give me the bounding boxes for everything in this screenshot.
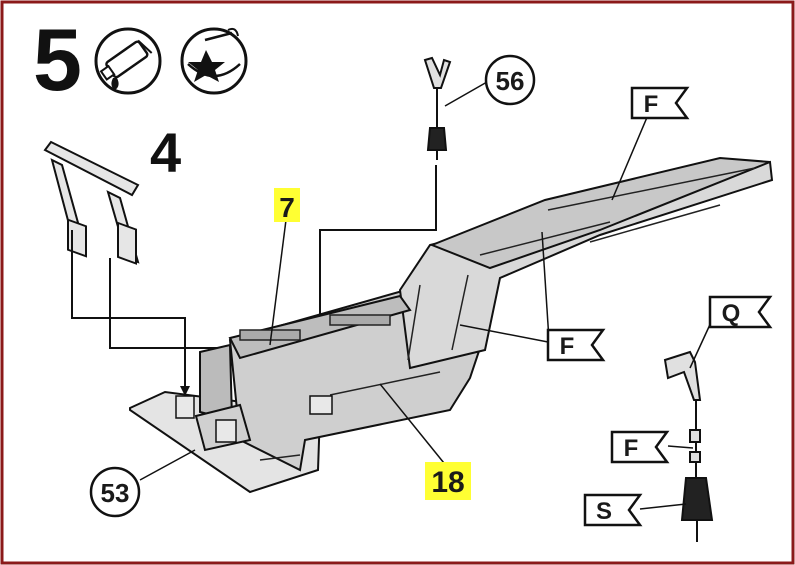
highlight-marker xyxy=(274,188,300,222)
color-flag-f-mast: F xyxy=(610,430,670,464)
highlight-marker xyxy=(425,462,471,500)
svg-text:18: 18 xyxy=(431,466,464,499)
svg-text:53: 53 xyxy=(101,478,130,508)
callout-leaders xyxy=(139,81,714,510)
callout-56: 56 xyxy=(484,54,536,106)
callout-53: 53 xyxy=(89,466,141,518)
color-flag-s: S xyxy=(583,493,643,527)
callout-18: 18 xyxy=(425,462,471,500)
svg-text:7: 7 xyxy=(279,192,295,223)
insertion-posts xyxy=(175,395,333,443)
svg-text:F: F xyxy=(644,91,659,118)
paint-bowl-icon xyxy=(180,27,248,95)
svg-text:56: 56 xyxy=(496,66,525,96)
color-flag-f-top: F xyxy=(630,86,690,120)
glue-tube-icon xyxy=(94,27,162,95)
svg-text:S: S xyxy=(596,498,612,525)
step-number: 5 xyxy=(33,10,82,109)
svg-text:F: F xyxy=(560,333,575,360)
part-56-mast xyxy=(423,56,452,160)
color-flag-f-mid: F xyxy=(546,328,606,362)
callout-7: 7 xyxy=(274,188,300,223)
subassembly-number: 4 xyxy=(150,121,181,184)
svg-text:Q: Q xyxy=(722,300,741,327)
svg-text:F: F xyxy=(624,435,639,462)
hull-detail-lines xyxy=(239,167,756,461)
color-flag-q: Q xyxy=(708,295,773,329)
subassembly-4-bracket xyxy=(43,140,140,265)
